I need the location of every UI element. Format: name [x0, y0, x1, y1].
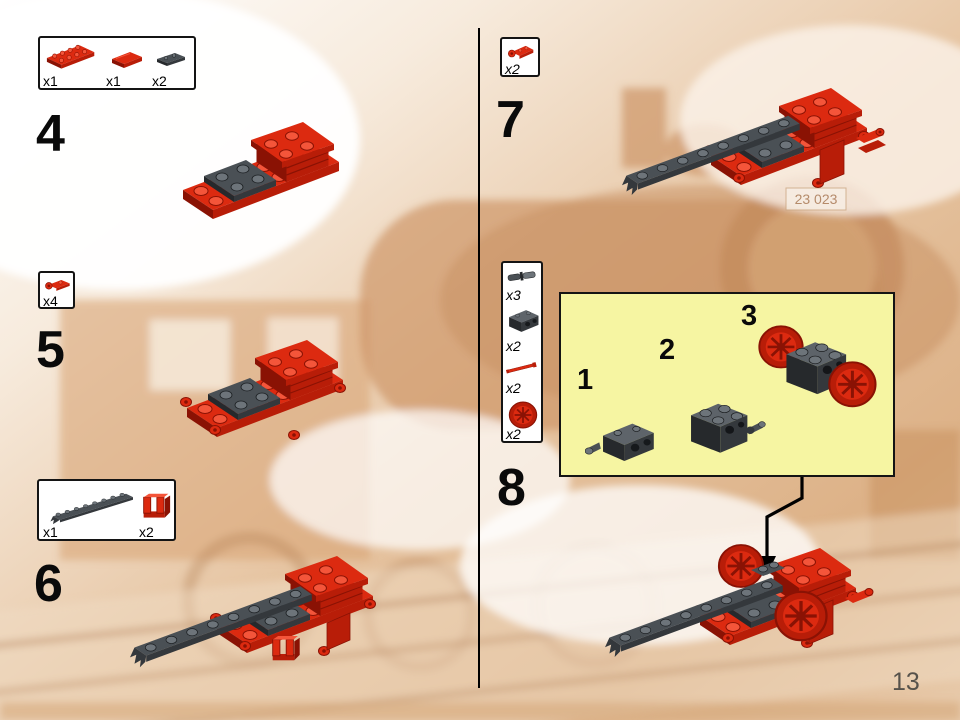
chimney [622, 88, 666, 168]
substep-1-image [585, 418, 663, 473]
gray-rack-1x8-icon [50, 493, 134, 525]
steam-cloud [270, 410, 570, 550]
gray-technic-brick-icon [508, 309, 539, 333]
part-count: x1 [106, 73, 121, 89]
step-4-assembly-image [168, 120, 353, 230]
part-count: x1 [43, 524, 58, 540]
step-8-parts-box: x3 x2 x2 x2 [501, 261, 543, 443]
step-7-parts-box: x2 [500, 37, 540, 77]
part-count: x2 [506, 338, 521, 354]
part-count: x2 [505, 61, 520, 77]
red-bracket-icon [143, 493, 171, 519]
red-tile-2x2-icon [111, 51, 143, 69]
step-8-number: 8 [497, 459, 526, 517]
step-4-number: 4 [36, 105, 65, 163]
red-plate-pin-hole-icon [507, 45, 534, 60]
step-5-assembly-image [172, 338, 357, 448]
step-6-parts-box: x1 x2 [37, 479, 176, 541]
step-7-assembly-image [608, 86, 888, 196]
part-count: x2 [506, 426, 521, 442]
page-bottom-shade [0, 702, 960, 720]
substep-3-number: 3 [741, 300, 758, 332]
part-count: x4 [43, 293, 58, 309]
step-6-number: 6 [34, 555, 63, 613]
red-plate-2x4-icon [46, 44, 95, 69]
loco-number-text: 23 023 [795, 191, 838, 207]
cab-window [150, 320, 230, 390]
column-divider [478, 28, 480, 688]
step-6-assembly-image [122, 548, 387, 668]
substep-3-image [745, 318, 885, 420]
step-5-parts-box: x4 [38, 271, 75, 309]
step-5-number: 5 [36, 321, 65, 379]
part-count: x3 [506, 287, 521, 303]
step-4-parts-box: x1 x1 x2 [38, 36, 196, 90]
red-plate-pin-icon [45, 279, 71, 292]
substep-1-number: 1 [577, 364, 594, 396]
step-7-number: 7 [496, 91, 525, 149]
part-count: x2 [506, 380, 521, 396]
gray-pin-icon [507, 269, 537, 283]
wheel-subassembly-callout: 1 2 3 [559, 292, 895, 477]
loco-number-plate: 23 023 [785, 187, 847, 211]
part-count: x2 [152, 73, 167, 89]
part-count: x2 [139, 524, 154, 540]
step-8-assembly-image [593, 532, 888, 662]
part-count: x1 [43, 73, 58, 89]
substep-2-number: 2 [659, 334, 676, 366]
gray-plate-1x2-icon [156, 52, 186, 67]
page-number: 13 [892, 668, 920, 696]
red-axle-icon [506, 361, 538, 375]
